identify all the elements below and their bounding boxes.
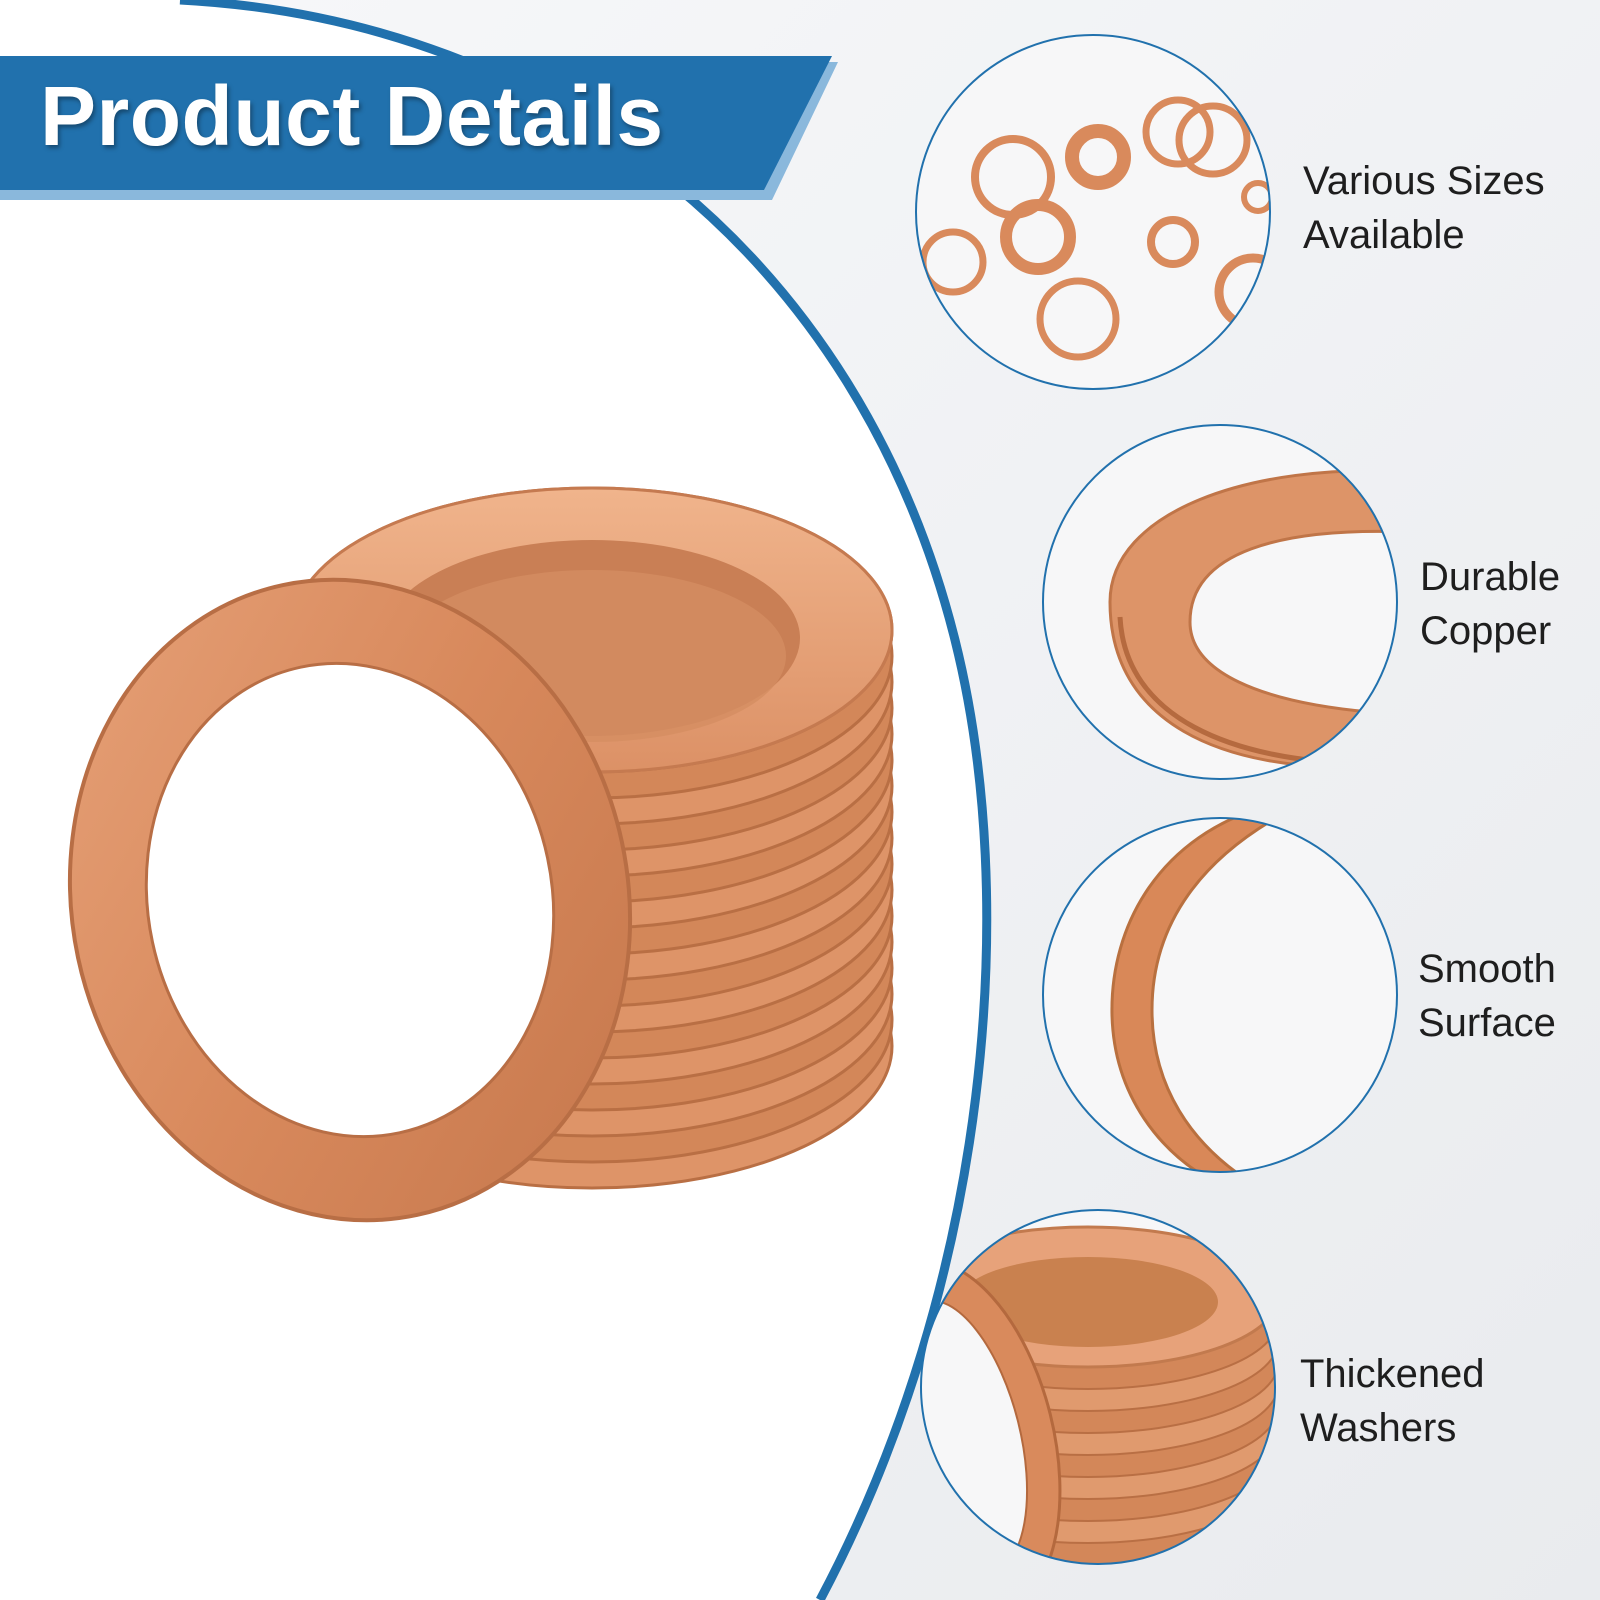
feature-line: Washers xyxy=(1300,1406,1457,1450)
front-washer xyxy=(67,577,633,1223)
feature-line: Surface xyxy=(1418,1001,1556,1045)
feature-line: Various Sizes xyxy=(1303,159,1545,203)
detail-circle-thickened-washers xyxy=(918,1207,1278,1567)
feature-line: Smooth xyxy=(1418,947,1556,991)
feature-line: Copper xyxy=(1420,609,1552,653)
page-title: Product Details xyxy=(40,69,664,163)
feature-line: Durable xyxy=(1420,555,1561,599)
feature-thickened-washers: Thickened Washers xyxy=(1300,1347,1485,1455)
feature-smooth-surface: Smooth Surface xyxy=(1418,942,1556,1050)
feature-line: Available xyxy=(1303,213,1465,257)
feature-line: Thickened xyxy=(1300,1352,1485,1396)
detail-circle-durable-copper xyxy=(1040,422,1400,782)
detail-circle-various-sizes xyxy=(913,32,1273,392)
header-banner: Product Details xyxy=(0,0,860,210)
feature-durable-copper: Durable Copper xyxy=(1420,550,1560,658)
washer-stack-image xyxy=(0,480,920,1240)
feature-various-sizes: Various Sizes Available xyxy=(1303,154,1545,262)
detail-circle-smooth-surface xyxy=(1040,815,1400,1175)
